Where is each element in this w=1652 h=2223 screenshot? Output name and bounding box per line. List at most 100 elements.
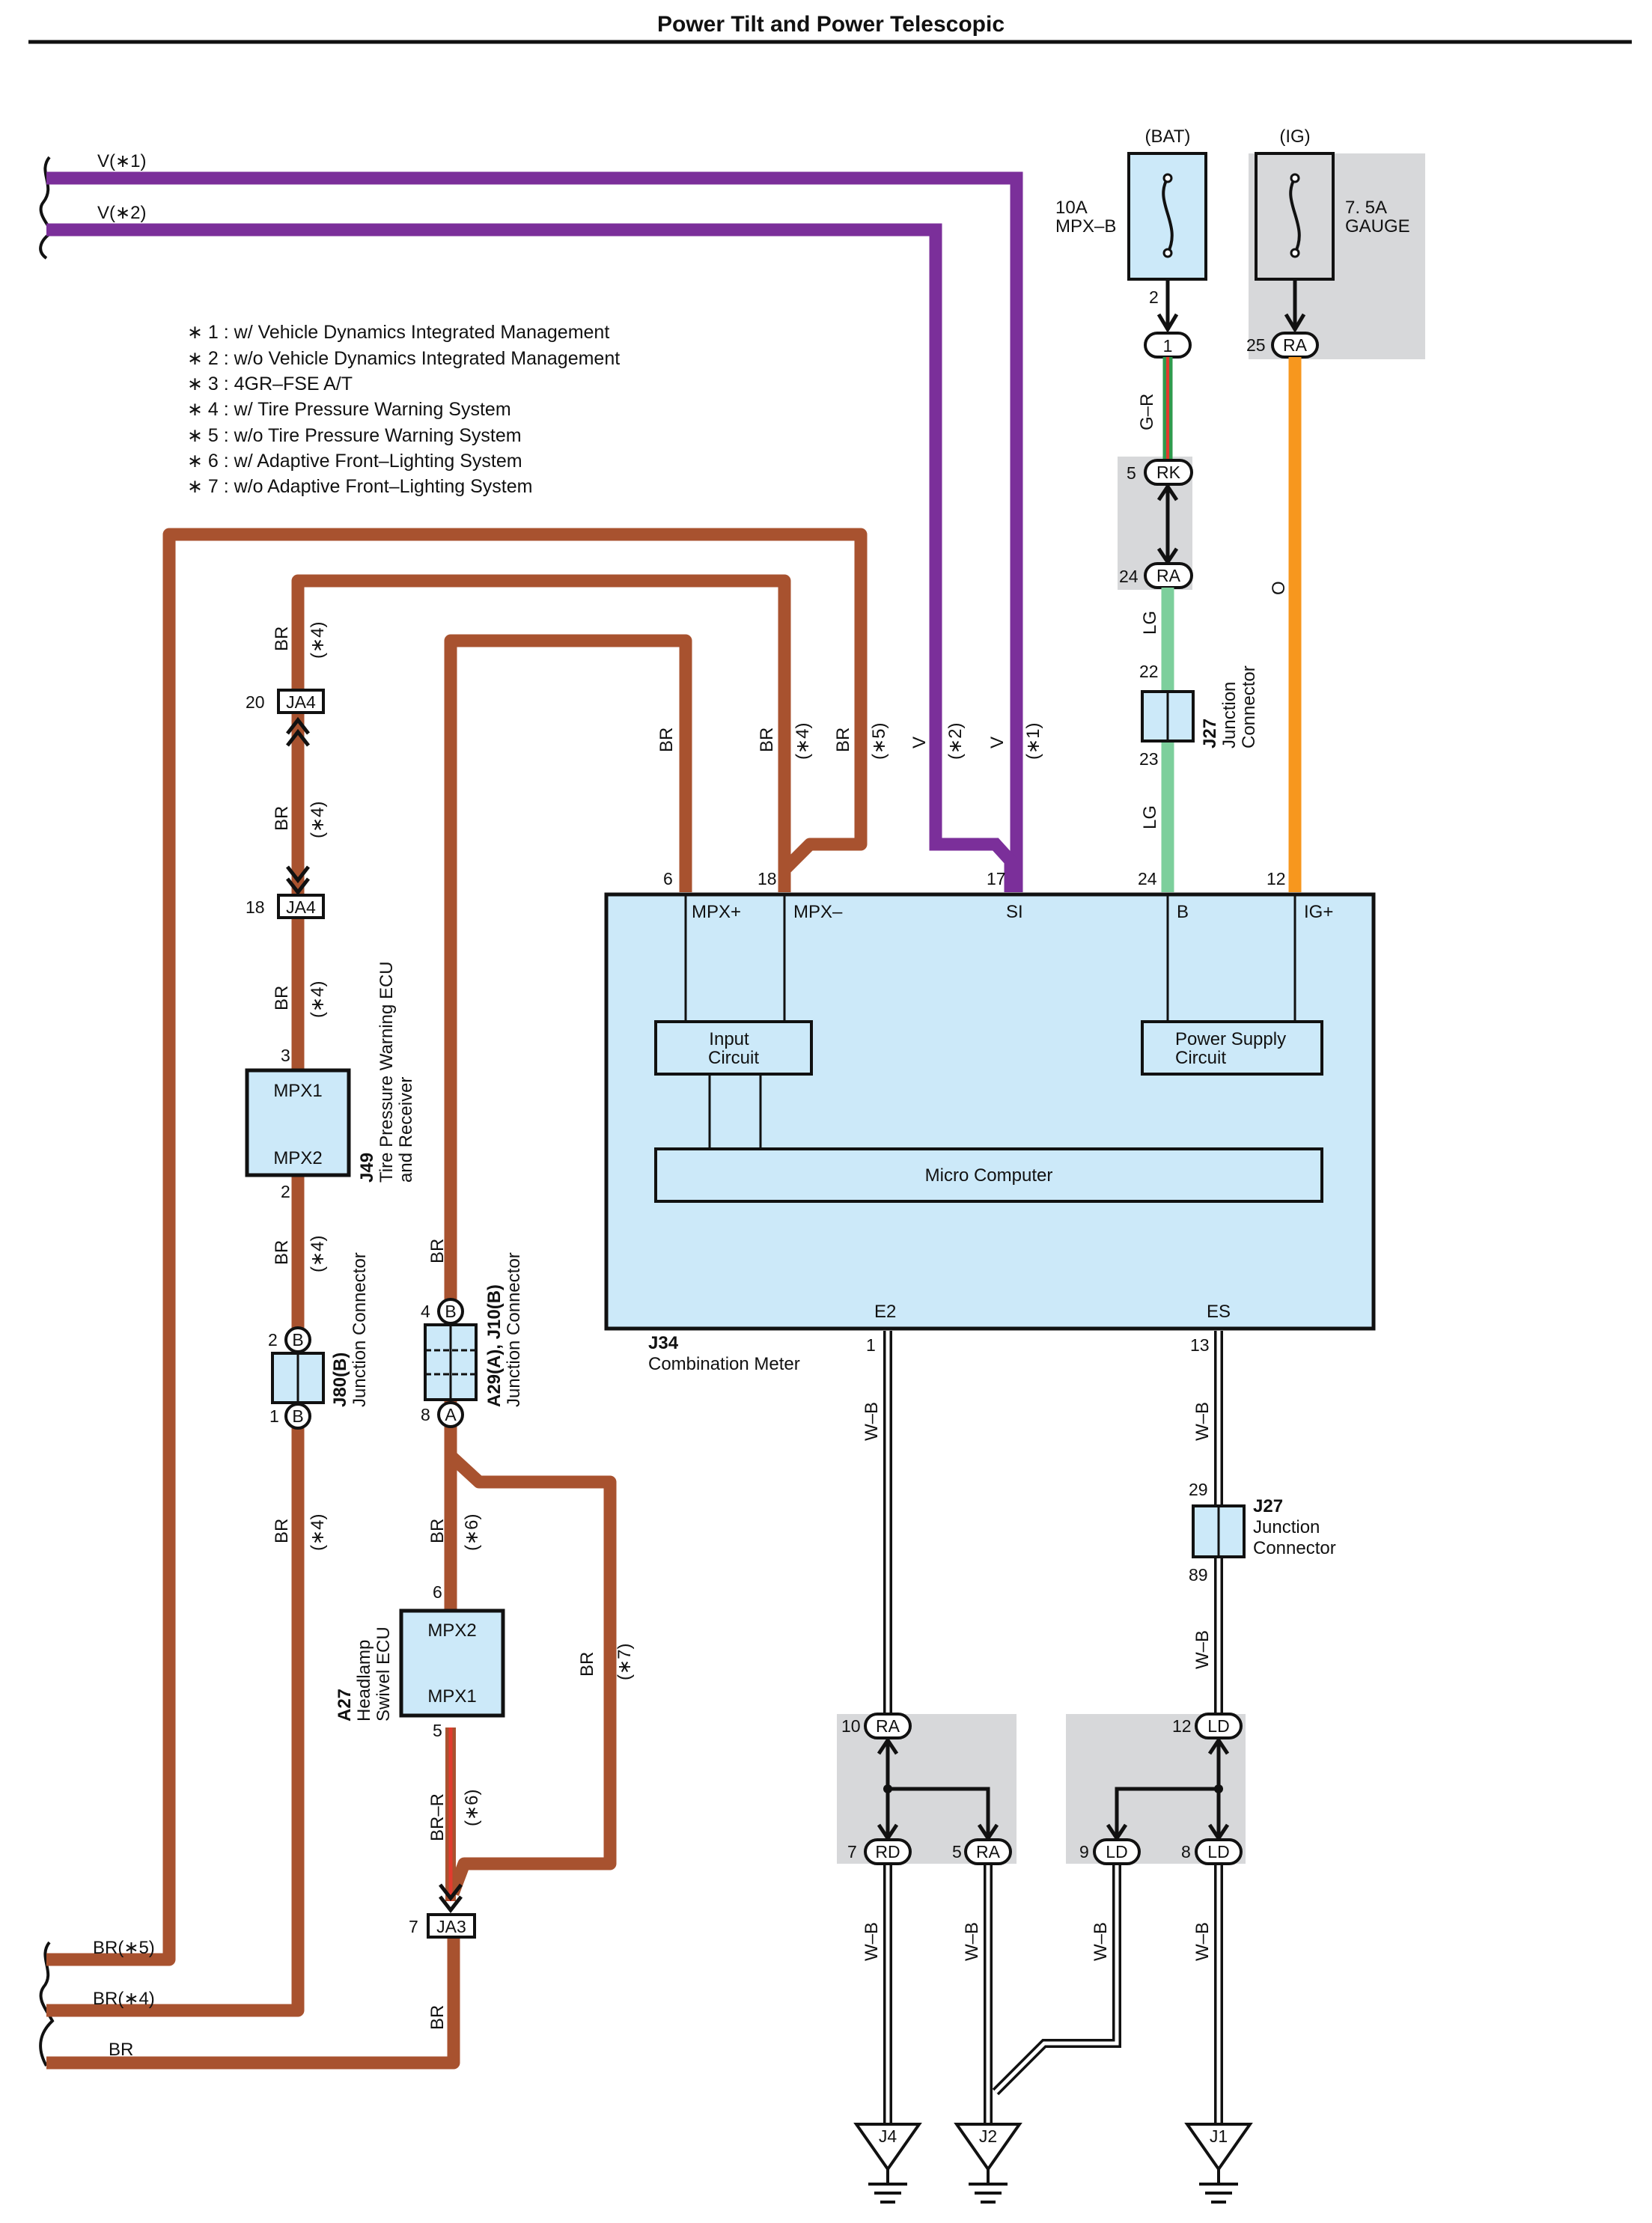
combination-meter (604, 892, 1376, 1331)
tpws-pin-18: 18 (246, 897, 265, 917)
fuse1-name: MPX–B (1055, 216, 1116, 237)
micro-computer-label: Micro Computer (925, 1165, 1053, 1186)
hl-wire-br7-note: (∗7) (615, 1644, 635, 1680)
conn-rd-label: RD (875, 1842, 900, 1861)
conn-ld-9-label: LD (1106, 1842, 1127, 1861)
note-5: ∗ 5 : w/o Tire Pressure Warning System (187, 425, 522, 446)
psc-label-1: Power Supply (1175, 1029, 1286, 1049)
hl-junction-a (437, 1401, 464, 1428)
j27-top-ref: J27 (1200, 719, 1220, 748)
wb-label-ld9: W–B (1091, 1922, 1111, 1961)
ground-j1-label: J1 (1210, 2126, 1228, 2146)
hl-wire-br6-code: BR (427, 1519, 448, 1543)
label-lg-2: LG (1140, 805, 1160, 829)
micro-computer (654, 1147, 1323, 1203)
gnd-pin-8: 8 (1181, 1842, 1191, 1861)
tpws-mpx1: MPX1 (273, 1081, 322, 1101)
chevron-down-icon (286, 865, 310, 896)
conn-ja4-bottom-label: JA4 (286, 897, 316, 917)
j80-pin-2: 2 (268, 1330, 278, 1350)
label-br4: BR(∗4) (93, 1989, 155, 2009)
fuse1-amp: 10A (1055, 198, 1088, 218)
fuse-terminal-icon (1290, 173, 1300, 183)
wire-br-mpx (444, 634, 692, 1418)
label-br4-note: (∗4) (793, 723, 813, 760)
conn-ja3 (427, 1913, 476, 1939)
label-v1: V(∗1) (97, 151, 146, 171)
fuse2-amp: 7. 5A (1345, 198, 1387, 218)
ground-j1: J1 (1184, 2123, 1253, 2204)
splice-dot (883, 1784, 892, 1793)
page-title: Power Tilt and Power Telescopic (657, 12, 1005, 37)
meter-pin-12: 12 (1267, 869, 1286, 888)
ground-wires (883, 1331, 1223, 2126)
ground-j2: J2 (954, 2123, 1022, 2204)
tpws-wire-note-5: (∗4) (308, 1514, 328, 1551)
j27-top-name-2: Connector (1239, 665, 1259, 748)
ground-icon (954, 2123, 1022, 2172)
tpws-ecu-name-1: Tire Pressure Warning ECU (377, 961, 397, 1183)
label-v2: V(∗2) (97, 203, 146, 223)
meter-pin-24: 24 (1138, 869, 1157, 888)
fuse-mpx-b-icon (1162, 177, 1174, 254)
conn-ra-ig-label: RA (1283, 335, 1308, 355)
meter-pin-18: 18 (758, 869, 777, 888)
tpws-wire-code-2: BR (272, 806, 292, 831)
j80-pin-1: 1 (269, 1406, 279, 1426)
wb-label-e2: W–B (862, 1402, 882, 1441)
hl-ecu-name-1: Headlamp (354, 1640, 374, 1722)
wb-label-j1: W–B (1192, 1922, 1213, 1961)
conn-ld-8-label: LD (1207, 1842, 1229, 1861)
j80-ref: J80(B) (330, 1353, 350, 1407)
terminal-mpx-plus: MPX+ (692, 902, 741, 922)
label-v1-code: V (987, 737, 1008, 748)
j27-ground-name-1: Junction (1253, 1517, 1320, 1537)
hl-wire-brr-note: (∗6) (462, 1790, 482, 1826)
conn-ja3-label: JA3 (436, 1917, 466, 1936)
wb-label-j4: W–B (862, 1922, 882, 1961)
conn-ra-10-label: RA (876, 1716, 900, 1736)
conn-ld-9 (1093, 1838, 1141, 1865)
tpws-mpx2: MPX2 (273, 1148, 322, 1168)
psc-label-2: Circuit (1175, 1048, 1226, 1068)
hl-pin-8: 8 (421, 1405, 430, 1424)
hl-junction-b-label: B (445, 1302, 456, 1321)
tpws-wire-note-3: (∗4) (308, 981, 328, 1018)
wire-br4 (46, 574, 791, 2017)
gnd-pin-10: 10 (841, 1716, 861, 1736)
ground-j4-label: J4 (879, 2126, 897, 2146)
label-v2-code: V (909, 737, 930, 748)
tpws-ecu-ref: J49 (357, 1153, 377, 1183)
fuse-terminal-icon (1290, 248, 1300, 258)
label-br-mpx: BR (656, 728, 677, 752)
conn-ra-5-label: RA (976, 1842, 1001, 1861)
terminal-ig-plus: IG+ (1304, 902, 1333, 922)
tpws-ecu (245, 1068, 351, 1177)
hl-mpx2: MPX2 (427, 1620, 476, 1641)
hl-pin-4: 4 (421, 1302, 430, 1321)
fuse-terminal-icon (1162, 173, 1173, 183)
splice-dot (1214, 1784, 1223, 1793)
arrow-icon (1156, 313, 1179, 333)
label-br5-code: BR (833, 728, 853, 752)
bat-label: (BAT) (1145, 126, 1191, 147)
hl-wire-br7-code: BR (577, 1652, 597, 1677)
gnd-pin-89: 89 (1189, 1565, 1208, 1585)
terminal-b: B (1177, 902, 1189, 922)
meter-pin-17: 17 (987, 869, 1006, 888)
meter-pin-6: 6 (663, 869, 673, 888)
label-o: O (1269, 581, 1289, 595)
wire-br-bottom (46, 1939, 460, 2070)
note-3: ∗ 3 : 4GR–FSE A/T (187, 373, 353, 394)
tpws-wire-code-5: BR (272, 1519, 292, 1543)
gnd-pin-29: 29 (1189, 1480, 1208, 1499)
note-7: ∗ 7 : w/o Adaptive Front–Lighting System (187, 476, 532, 497)
brown-wires (46, 528, 868, 2070)
wb-label-es: W–B (1192, 1402, 1213, 1441)
arrow-icon (1156, 483, 1179, 501)
tpws-wire-code-1: BR (272, 626, 292, 651)
conn-ja4-top-label: JA4 (286, 692, 316, 712)
label-lg-1: LG (1140, 611, 1160, 635)
wire-break-symbols (39, 156, 55, 2067)
